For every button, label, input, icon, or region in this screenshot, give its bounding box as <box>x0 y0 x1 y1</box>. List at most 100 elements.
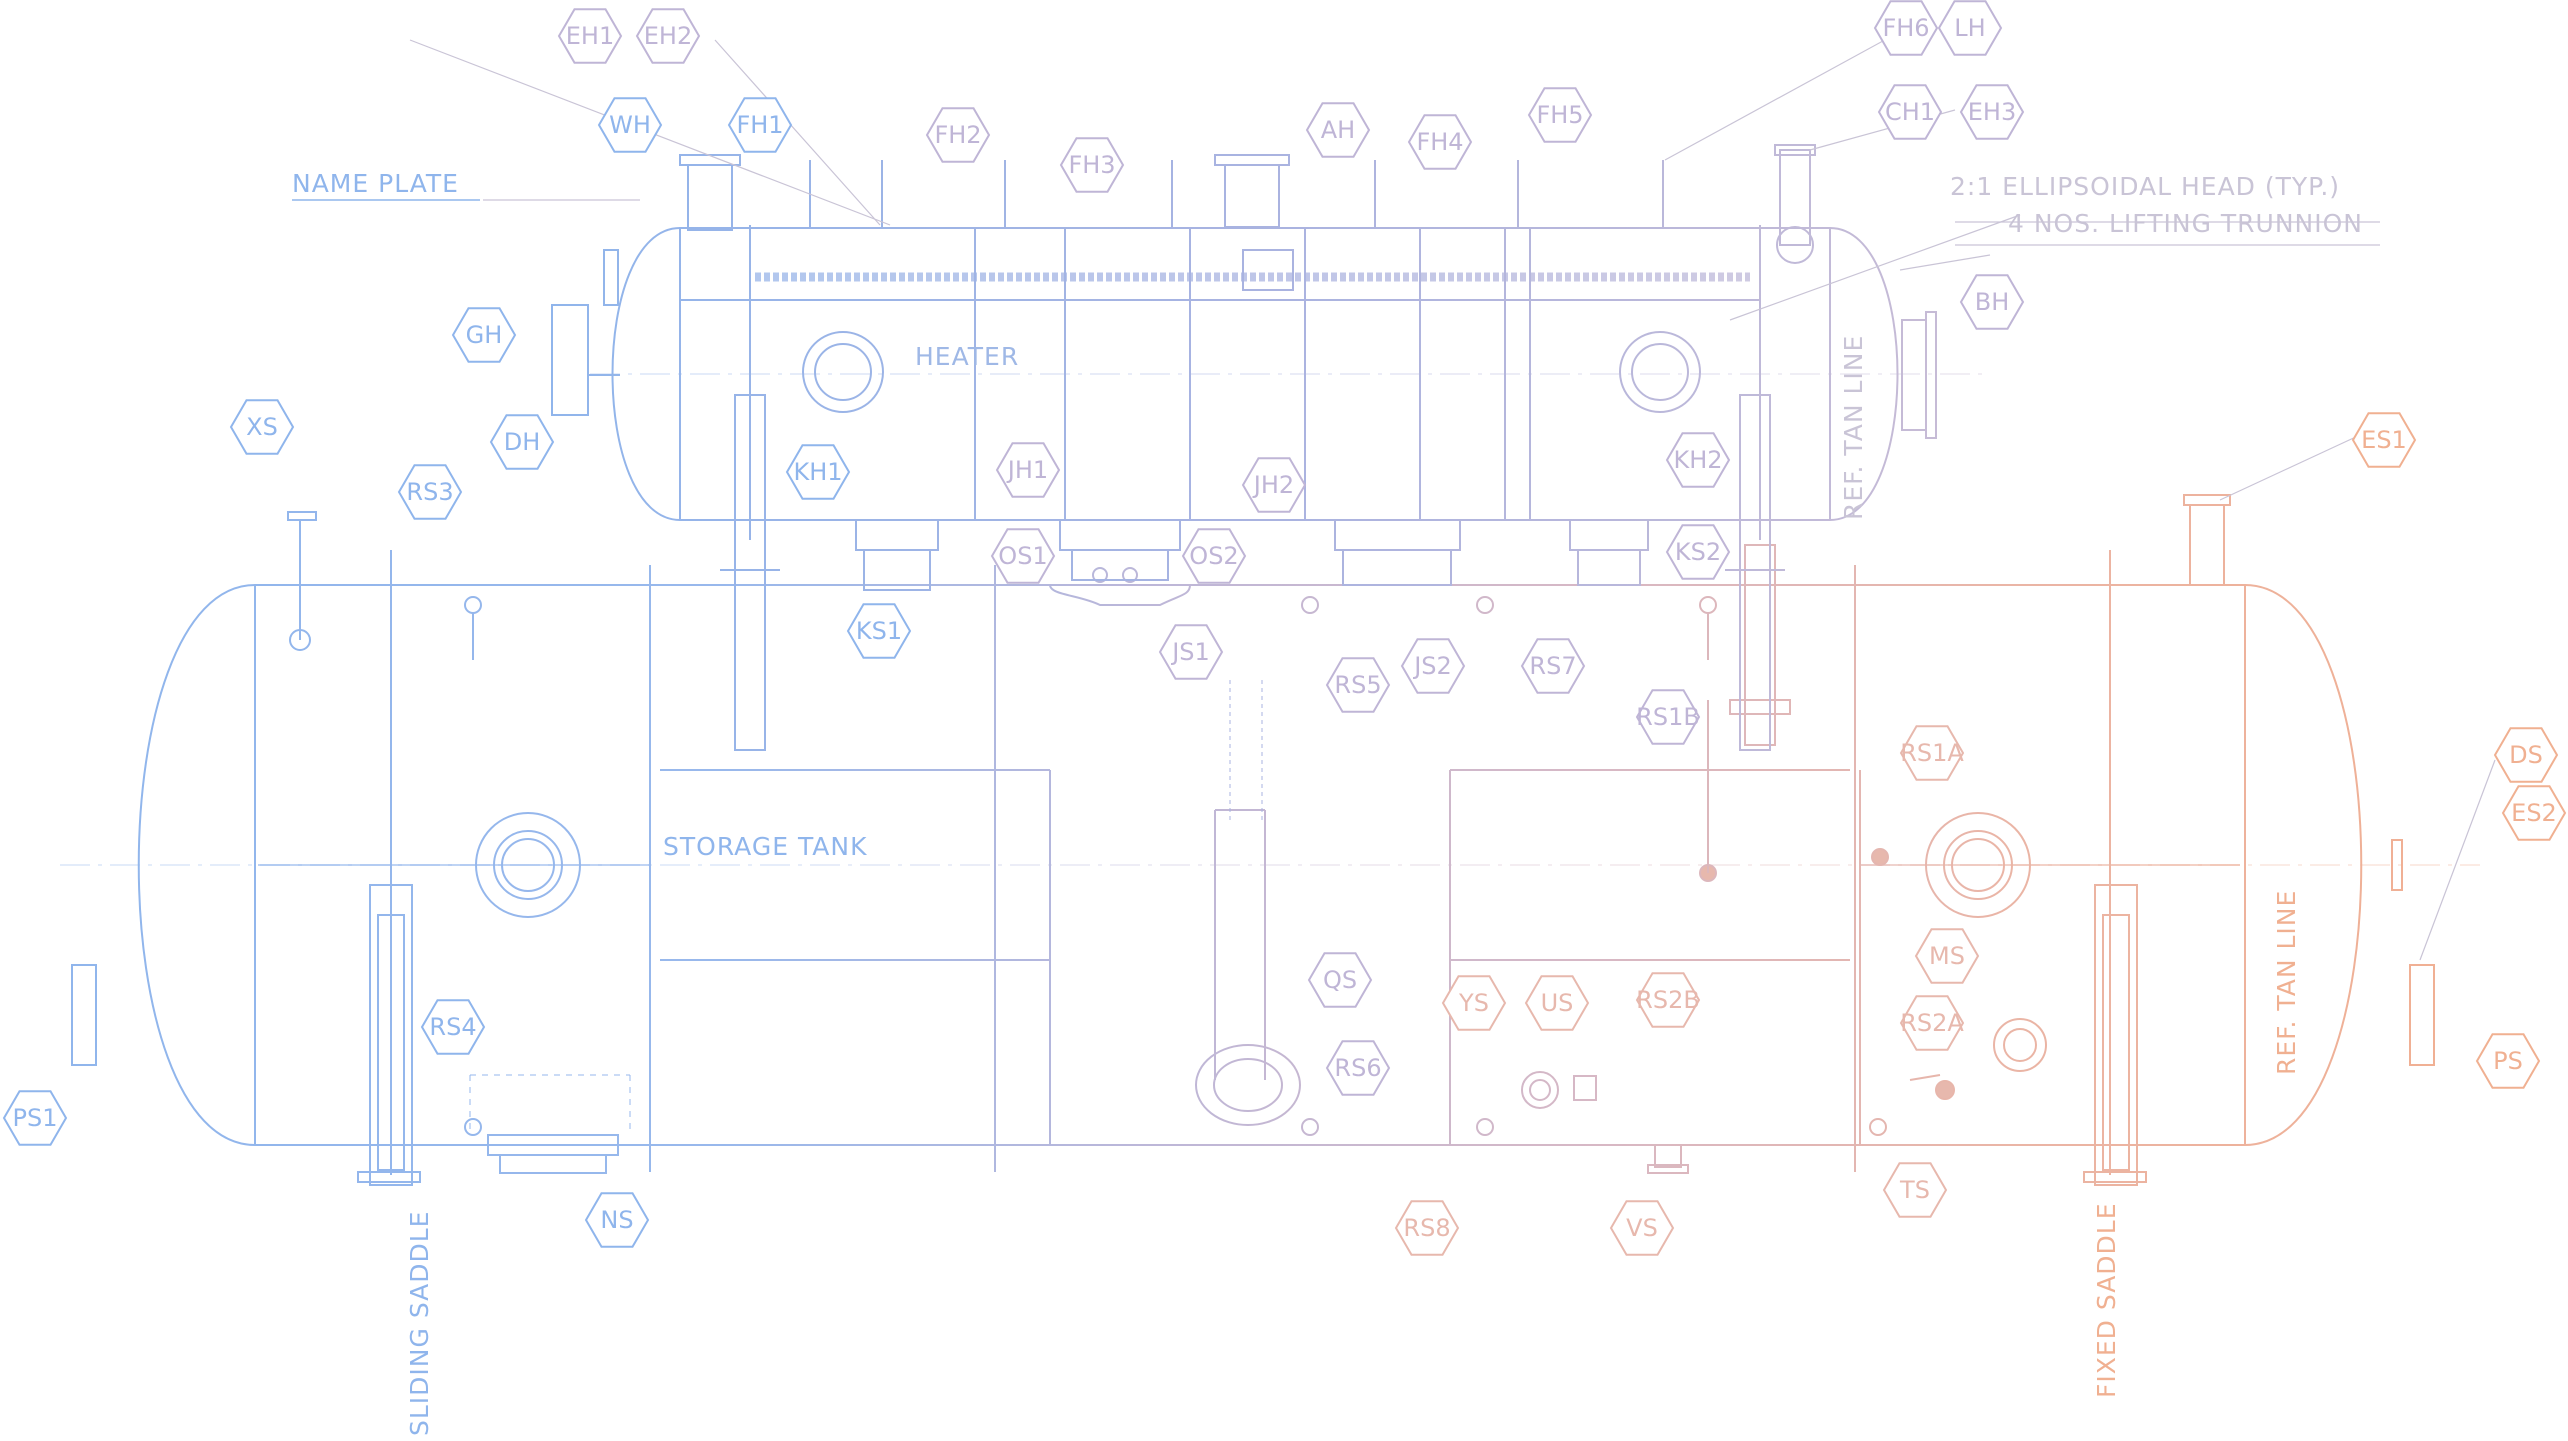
nozzle-tag-ys: YS <box>1441 975 1507 1031</box>
nozzle-tag-eh1: EH1 <box>557 8 623 64</box>
nozzle-tag-ps1: PS1 <box>2 1090 68 1146</box>
nozzle-tag-label: KH2 <box>1673 446 1722 474</box>
nozzle-tag-hexagon <box>1407 114 1473 170</box>
nozzle-tag-label: RS5 <box>1334 671 1381 699</box>
nozzle-tag-hexagon <box>1609 1200 1675 1256</box>
fixed-saddle-label: FIXED SADDLE <box>2092 1202 2121 1398</box>
nozzle-tag-label: RS1A <box>1900 739 1964 767</box>
nozzle-tag-eh2: EH2 <box>635 8 701 64</box>
nozzle-tag-label: US <box>1541 989 1574 1017</box>
nozzle-tag-hexagon <box>1959 274 2025 330</box>
nozzle-tag-eh3: EH3 <box>1959 84 2025 140</box>
nozzle-tag-label: MS <box>1929 942 1965 970</box>
nozzle-tag-os2: OS2 <box>1181 528 1247 584</box>
nozzle-tag-hexagon <box>995 442 1061 498</box>
nozzle-tag-label: RS7 <box>1529 652 1576 680</box>
nozzle-tag-label: TS <box>1899 1176 1930 1204</box>
nozzle-tag-hexagon <box>925 107 991 163</box>
nozzle-tag-jh1: JH1 <box>995 442 1061 498</box>
heater-centerline-label: HEATER <box>915 342 1019 371</box>
nozzle-tag-label: JS1 <box>1170 638 1210 666</box>
nozzle-tag-hexagon <box>1325 1040 1391 1096</box>
nozzle-tag-ch1: CH1 <box>1877 84 1943 140</box>
nozzle-tag-label: RS2A <box>1900 1009 1964 1037</box>
nozzle-tag-label: FH3 <box>1068 151 1115 179</box>
nozzle-tag-hexagon <box>1635 972 1701 1028</box>
sliding-saddle-label: SLIDING SADDLE <box>405 1211 434 1436</box>
nozzle-tag-label: DH <box>504 428 541 456</box>
nozzle-tag-hexagon <box>451 307 517 363</box>
nozzle-tag-hexagon <box>635 8 701 64</box>
nozzle-tag-ah: AH <box>1305 102 1371 158</box>
nozzle-tag-label: OS2 <box>1189 542 1238 570</box>
nozzle-tag-label: XS <box>246 413 278 441</box>
nozzle-tag-rs5: RS5 <box>1325 657 1391 713</box>
nozzle-tag-hexagon <box>1181 528 1247 584</box>
heater-ref-tan-line-label: REF. TAN LINE <box>1839 335 1868 520</box>
nozzle-tag-label: QS <box>1323 966 1357 994</box>
nozzle-tag-label: VS <box>1626 1214 1658 1242</box>
nozzle-tag-rs2a: RS2A <box>1899 995 1965 1051</box>
nozzle-tag-ns: NS <box>584 1192 650 1248</box>
storage-ref-tan-line-label: REF. TAN LINE <box>2272 890 2301 1075</box>
nozzle-tag-label: FH5 <box>1536 101 1583 129</box>
nozzle-tag-ds: DS <box>2493 727 2559 783</box>
nozzle-tag-hexagon <box>1400 638 1466 694</box>
nozzle-tag-hexagon <box>1899 995 1965 1051</box>
nozzle-tag-label: EH3 <box>1968 98 2016 126</box>
nozzle-tag-fh1: FH1 <box>727 97 793 153</box>
nozzle-tag-es1: ES1 <box>2351 412 2417 468</box>
nozzle-tag-xs: XS <box>229 399 295 455</box>
nozzle-tag-kh1: KH1 <box>785 444 851 500</box>
nozzle-tag-label: RS3 <box>406 478 453 506</box>
nozzle-tag-ts: TS <box>1882 1162 1948 1218</box>
nozzle-tag-label: JH1 <box>1006 456 1048 484</box>
nozzle-tag-ks2: KS2 <box>1665 524 1731 580</box>
nozzle-tag-js1: JS1 <box>1158 624 1224 680</box>
nozzle-tag-label: DS <box>2509 741 2543 769</box>
nozzle-tag-label: AH <box>1321 116 1355 144</box>
nozzle-tag-label: NS <box>600 1206 633 1234</box>
nozzle-tag-lh: LH <box>1937 0 2003 56</box>
nozzle-tag-kh2: KH2 <box>1665 432 1731 488</box>
nozzle-tag-label: JS2 <box>1412 652 1452 680</box>
nozzle-tag-us: US <box>1524 975 1590 1031</box>
nozzle-tag-bh: BH <box>1959 274 2025 330</box>
nozzle-tag-rs7: RS7 <box>1520 638 1586 694</box>
nozzle-tag-hexagon <box>1059 137 1125 193</box>
nozzle-tag-label: OS1 <box>998 542 1047 570</box>
nozzle-tag-rs8: RS8 <box>1394 1200 1460 1256</box>
nozzle-tag-fh5: FH5 <box>1527 87 1593 143</box>
nozzle-tag-label: KS1 <box>856 617 902 645</box>
nozzle-tag-hexagon <box>1665 524 1731 580</box>
nozzle-tag-label: WH <box>609 111 651 139</box>
nozzle-tag-hexagon <box>1959 84 2025 140</box>
nozzle-tag-label: KS2 <box>1675 538 1721 566</box>
nozzle-tag-hexagon <box>2493 727 2559 783</box>
nozzle-tag-label: FH1 <box>736 111 783 139</box>
nozzle-tag-hexagon <box>2 1090 68 1146</box>
nozzle-tag-vs: VS <box>1609 1200 1675 1256</box>
nozzle-tag-label: LH <box>1954 14 1985 42</box>
nozzle-tag-hexagon <box>990 528 1056 584</box>
nozzle-tag-label: FH4 <box>1416 128 1463 156</box>
nozzle-tag-hexagon <box>557 8 623 64</box>
nozzle-tag-hexagon <box>1520 638 1586 694</box>
nozzle-tag-hexagon <box>1307 952 1373 1008</box>
nozzle-tag-js2: JS2 <box>1400 638 1466 694</box>
nozzle-tag-hexagon <box>1394 1200 1460 1256</box>
nozzle-tag-hexagon <box>1305 102 1371 158</box>
nozzle-tag-hexagon <box>489 414 555 470</box>
nozzle-tag-label: GH <box>466 321 503 349</box>
nozzle-tag-hexagon <box>584 1192 650 1248</box>
nozzle-tag-hexagon <box>229 399 295 455</box>
nozzle-tag-rs2b: RS2B <box>1635 972 1701 1028</box>
nozzle-tag-hexagon <box>2475 1033 2541 1089</box>
nozzle-tag-label: RS2B <box>1636 986 1700 1014</box>
nozzle-tag-label: PS1 <box>13 1104 58 1132</box>
nozzle-tag-hexagon <box>1937 0 2003 56</box>
nozzle-tag-hexagon <box>846 603 912 659</box>
nozzle-tag-label: RS4 <box>429 1013 476 1041</box>
nozzle-tag-hexagon <box>597 97 663 153</box>
nozzle-tag-fh6: FH6 <box>1873 0 1939 56</box>
